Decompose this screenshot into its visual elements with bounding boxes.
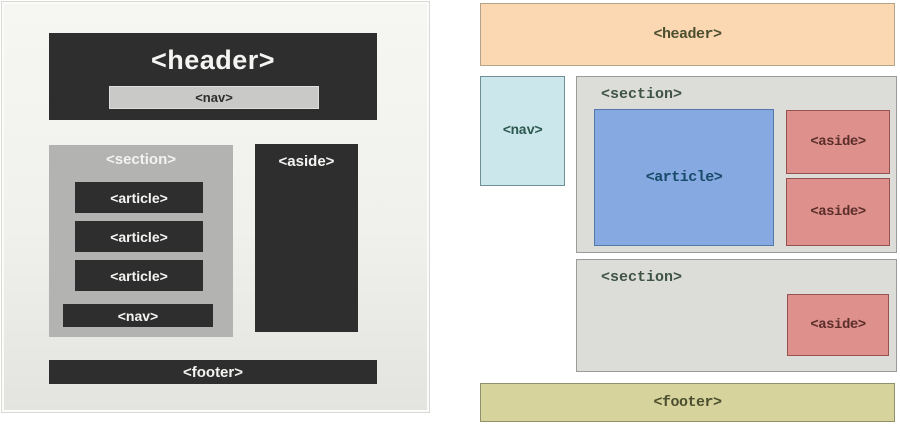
left-header-box: <header> <nav> [49,33,377,120]
right-section-box-2: <section> <aside> [576,259,897,372]
right-section-box-1: <section> <article> <aside> <aside> [576,76,897,253]
right-article-label: <article> [645,169,723,186]
right-aside-label-2: <aside> [810,204,866,220]
left-footer-label: <footer> [182,363,243,381]
right-aside-label-1: <aside> [810,134,866,150]
left-header-nav-box: <nav> [109,86,319,109]
left-article-box-3: <article> [75,260,203,291]
right-section-label-2: <section> [601,269,683,286]
right-section-label-1: <section> [601,86,683,103]
right-footer-label: <footer> [653,394,722,411]
right-aside-label-3: <aside> [810,317,866,333]
left-section-nav-label: <nav> [117,307,159,324]
left-article-label-3: <article> [110,267,168,284]
left-section-nav-box: <nav> [63,304,213,327]
left-article-box-2: <article> [75,221,203,252]
left-section-box: <section> <article> <article> <article> … [49,145,233,337]
right-article-box: <article> [594,109,774,246]
left-wireframe-panel: <header> <nav> <section> <article> <arti… [2,2,429,412]
left-section-label: <section> [105,151,177,168]
right-aside-box-2: <aside> [786,178,890,246]
left-header-label: <header> [150,45,276,75]
right-layout-panel: <header> <nav> <section> <article> <asid… [480,0,897,424]
left-aside-label: <aside> [278,153,335,170]
right-nav-box: <nav> [480,76,565,186]
right-nav-label: <nav> [502,123,543,139]
right-aside-box-1: <aside> [786,110,890,174]
left-footer-box: <footer> [49,360,377,384]
left-article-label-1: <article> [110,189,168,206]
right-header-box: <header> [480,3,895,66]
right-aside-box-3: <aside> [787,294,889,356]
left-article-label-2: <article> [110,228,168,245]
left-aside-box: <aside> [255,144,358,332]
right-footer-box: <footer> [480,383,895,422]
left-header-nav-label: <nav> [195,90,233,105]
left-article-box-1: <article> [75,182,203,213]
right-header-label: <header> [653,26,722,43]
